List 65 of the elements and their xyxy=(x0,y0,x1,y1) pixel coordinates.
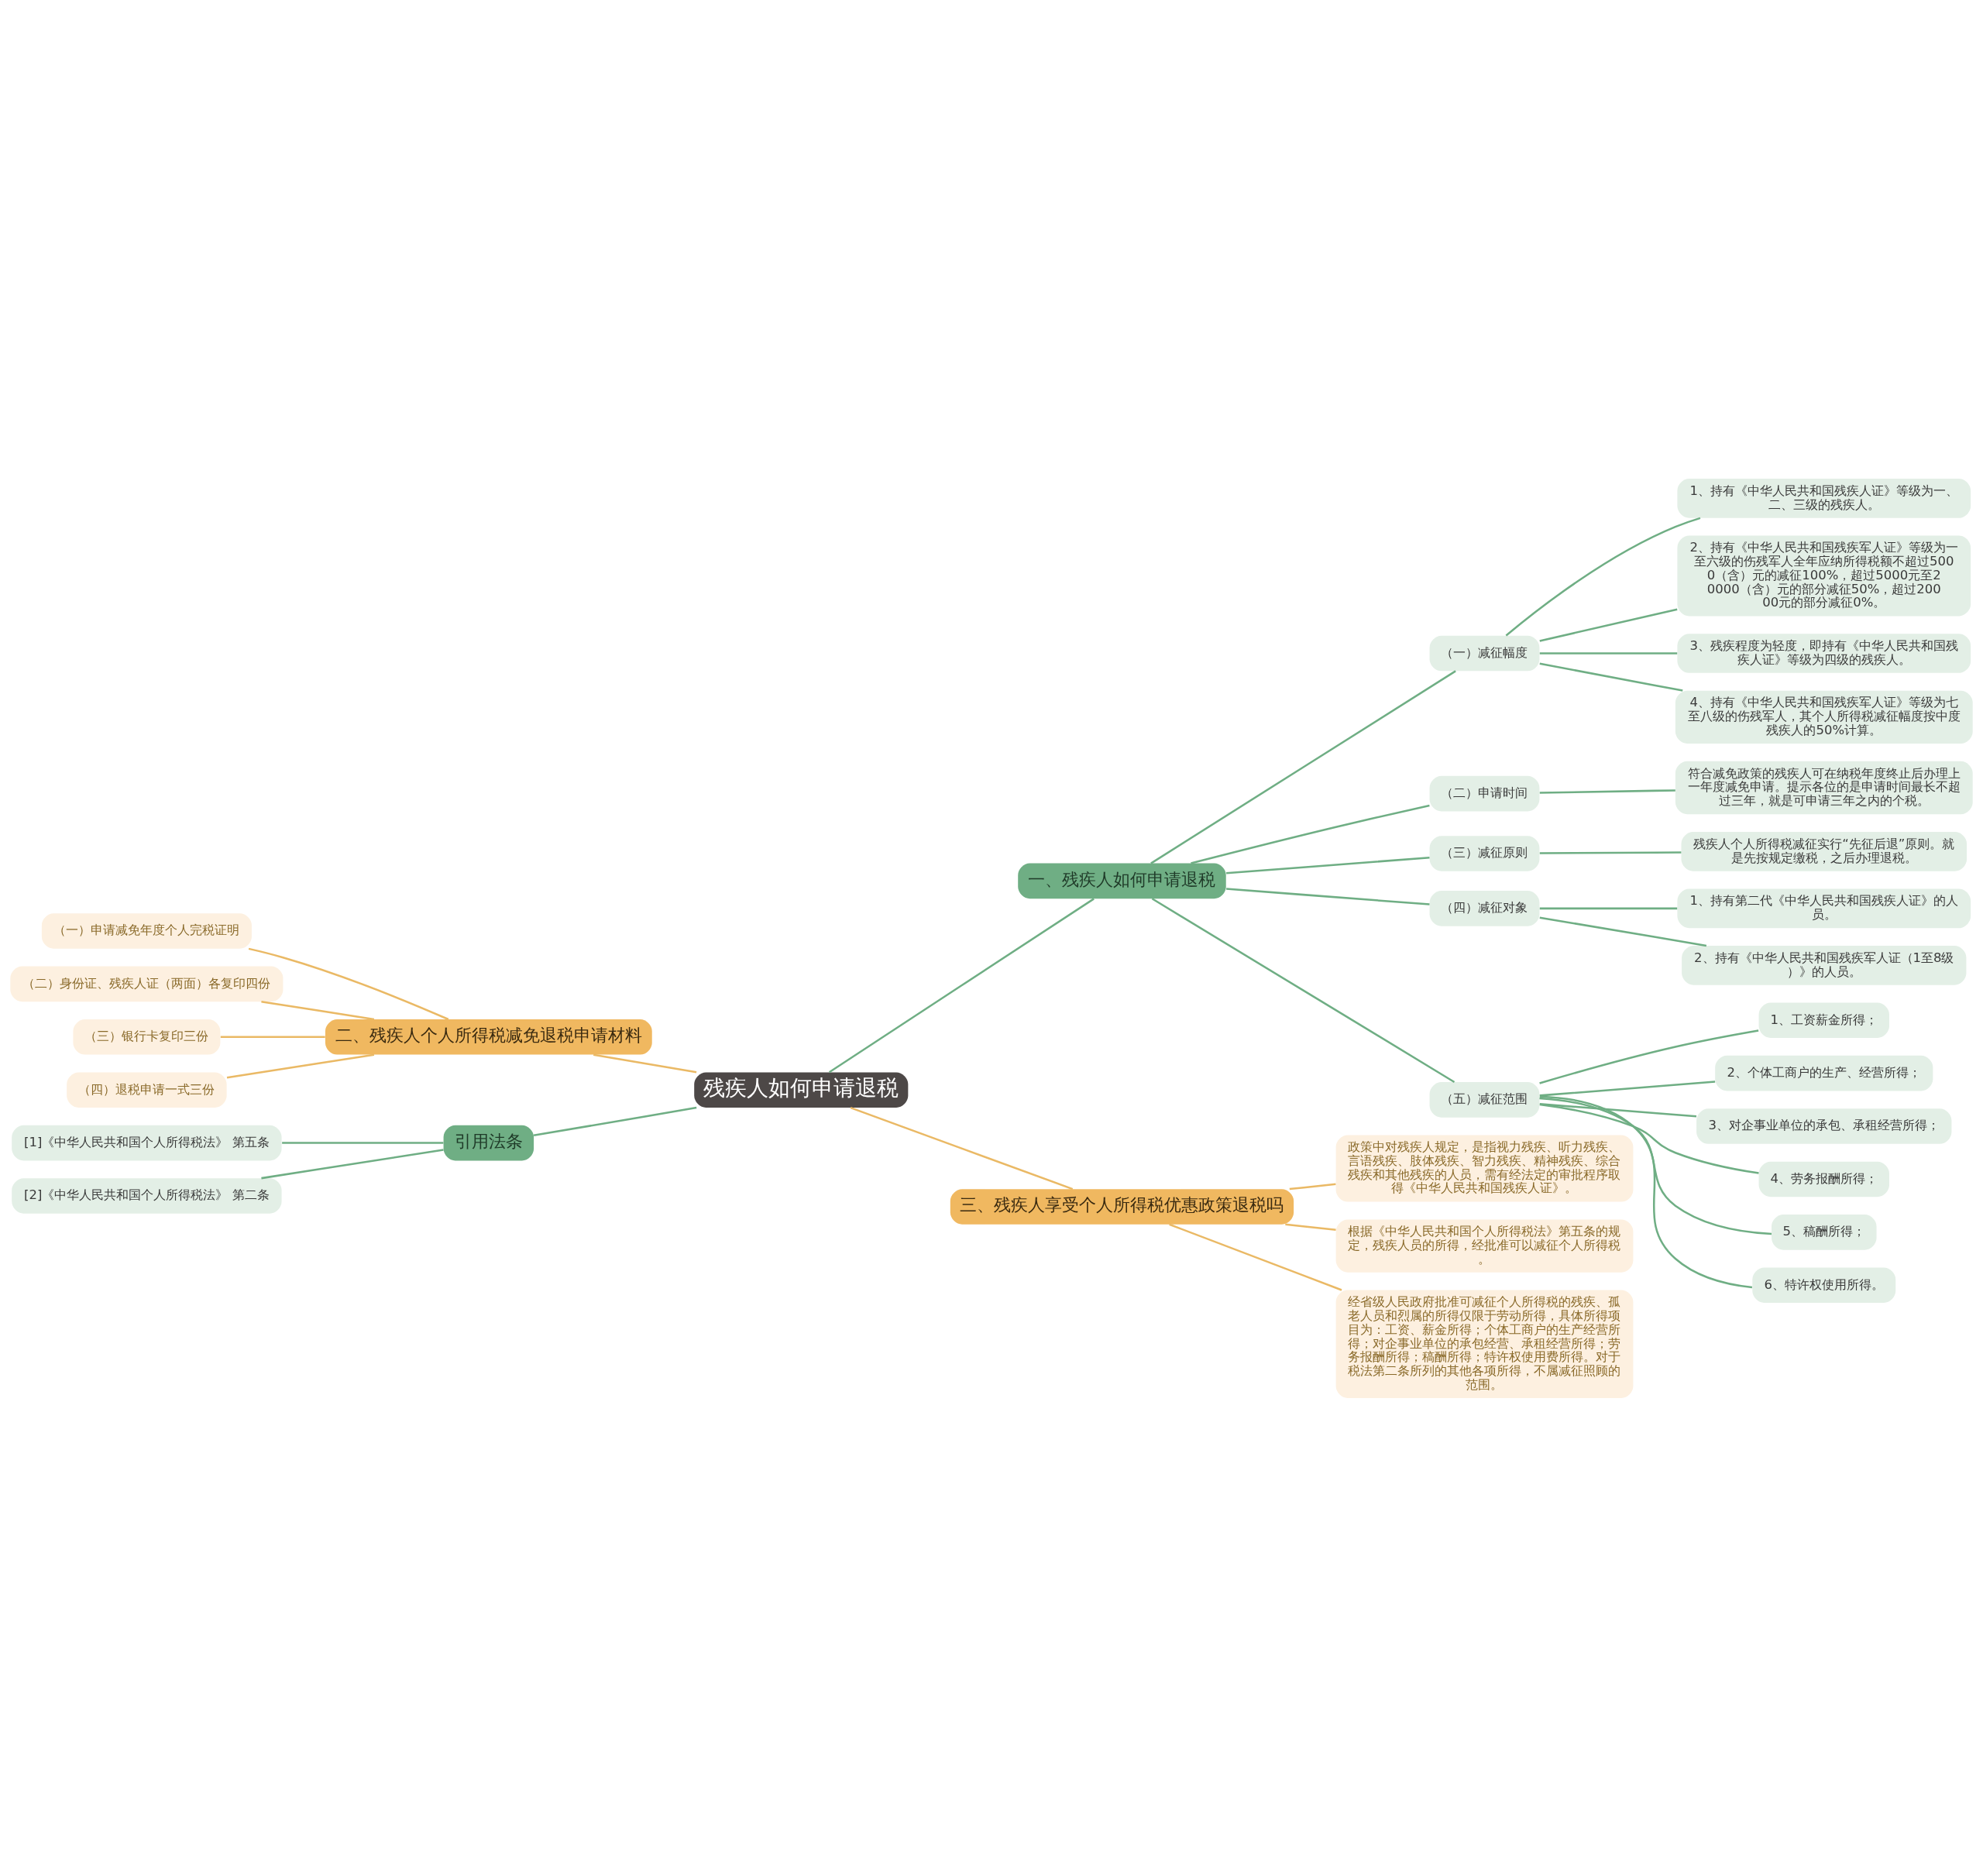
connector xyxy=(1150,669,1456,864)
node-box: 政策中对残疾人规定，是指视力残疾、听力残疾、言语残疾、肢体残疾、智力残疾、精神残疾、综合残疾和其他残疾的人员，需有经法定的审批程序取得《中华人民共和国残疾人证》。 xyxy=(1335,1134,1634,1202)
connector xyxy=(1169,1223,1342,1291)
connector xyxy=(1539,907,1678,909)
node-box: 1、持有《中华人民共和国残疾人证》等级为一、二、三级的残疾人。 xyxy=(1677,478,1971,518)
node-box: [2]《中华人民共和国个人所得税法》 第二条 xyxy=(12,1177,282,1214)
node-box: （五）减征范围 xyxy=(1429,1081,1540,1118)
connector xyxy=(1539,651,1678,655)
connector xyxy=(1539,1080,1716,1097)
node-box: 1、持有第二代《中华人民共和国残疾人证》的人员。 xyxy=(1677,888,1971,928)
node-box: [1]《中华人民共和国个人所得税法》 第五条 xyxy=(12,1125,282,1160)
node-box: 3、残疾程度为轻度，即持有《中华人民共和国残疾人证》等级为四级的残疾人。 xyxy=(1677,633,1971,673)
connector xyxy=(226,1053,375,1078)
node-box: （三）减征原则 xyxy=(1429,835,1540,871)
node-box: （四）退税申请一式三份 xyxy=(67,1071,227,1108)
connector xyxy=(1151,897,1455,1083)
node-box: （一）申请减免年度个人完税证明 xyxy=(41,912,252,949)
connector xyxy=(533,1106,697,1136)
connector xyxy=(1539,1102,1697,1117)
connector xyxy=(248,947,449,1020)
node-box: 1、工资薪金所得； xyxy=(1758,1002,1889,1038)
connector xyxy=(1539,662,1683,692)
node-box: （三）银行卡复印三份 xyxy=(73,1019,221,1055)
node-box: 残疾人个人所得税减征实行“先征后退”原则。就是先按规定缴税，之后办理退税。 xyxy=(1681,831,1968,871)
node-box: （一）减征幅度 xyxy=(1429,635,1540,671)
connector xyxy=(1539,1094,1753,1288)
connector xyxy=(1539,916,1707,947)
connector xyxy=(1539,789,1675,794)
connector xyxy=(850,1106,1074,1190)
node-box: 4、劳务报酬所得； xyxy=(1758,1161,1889,1197)
connector xyxy=(1226,887,1430,905)
node-box: （四）减征对象 xyxy=(1429,890,1540,926)
node-box: 3、对企事业单位的承包、承租经营所得； xyxy=(1696,1108,1952,1144)
node-box: 5、稿酬所得； xyxy=(1772,1214,1877,1250)
node-box: 符合减免政策的残疾人可在纳税年度终止后办理上一年度减免申请。提示各位的是申请时间最长不超过三年，就是可申请三年之内的个税。 xyxy=(1675,761,1973,814)
connector xyxy=(261,1000,375,1020)
node-box: 2、持有《中华人民共和国残疾军人证（1至8级）》的人员。 xyxy=(1682,945,1967,985)
connector xyxy=(1289,1183,1336,1190)
node-box: 4、持有《中华人民共和国残疾军人证》等级为七至八级的伤残军人，其个人所得税减征幅度按中度残疾人的50%计算。 xyxy=(1675,690,1973,744)
connector xyxy=(1285,1223,1336,1231)
connector xyxy=(282,1141,444,1144)
node-box: 二、残疾人个人所得税减免退税申请材料 xyxy=(325,1019,652,1055)
node-box: 残疾人如何申请退税 xyxy=(694,1071,909,1108)
connector xyxy=(220,1036,325,1038)
connector xyxy=(1539,1103,1759,1174)
connector xyxy=(1191,804,1430,864)
connector xyxy=(593,1053,697,1074)
connector xyxy=(261,1148,444,1179)
connector xyxy=(1539,1029,1759,1084)
connector xyxy=(1539,1097,1772,1235)
node-box: 三、残疾人享受个人所得税优惠政策退税吗 xyxy=(950,1188,1294,1225)
node-box: 根据《中华人民共和国个人所得税法》第五条的规定，残疾人员的所得，经批准可以减征个人所得税。 xyxy=(1335,1218,1634,1273)
node-box: 引用法条 xyxy=(443,1125,534,1160)
node-box: （二）身份证、残疾人证（两面）各复印四份 xyxy=(10,966,284,1002)
node-box: 2、持有《中华人民共和国残疾军人证》等级为一至六级的伤残军人全年应纳所得税额不超过5000（含）元的减征100%，超过5000元至20000（含）元的部分减征50%，超过20000元的部分减征0%。 xyxy=(1677,535,1971,616)
node-box: 6、特许权使用所得。 xyxy=(1752,1266,1896,1303)
node-box: 一、残疾人如何申请退税 xyxy=(1018,863,1226,898)
connector xyxy=(1539,850,1682,854)
node-box: （二）申请时间 xyxy=(1429,775,1540,811)
connector xyxy=(1226,856,1430,874)
connector xyxy=(1539,607,1678,642)
connector xyxy=(1505,517,1701,636)
node-box: 经省级人民政府批准可减征个人所得税的残疾、孤老人员和烈属的所得仅限于劳动所得，具体所得项目为：工资、薪金所得；个体工商户的生产经营所得；对企事业单位的承包经营、承租经营所得；劳务报酬所得；稿酬所得；特许权使用费所得。对于税法第二条所列的其他各项所得，不属减征照顾的范围。 xyxy=(1335,1290,1634,1398)
node-box: 2、个体工商户的生产、经营所得； xyxy=(1715,1055,1933,1091)
connector xyxy=(828,897,1095,1073)
